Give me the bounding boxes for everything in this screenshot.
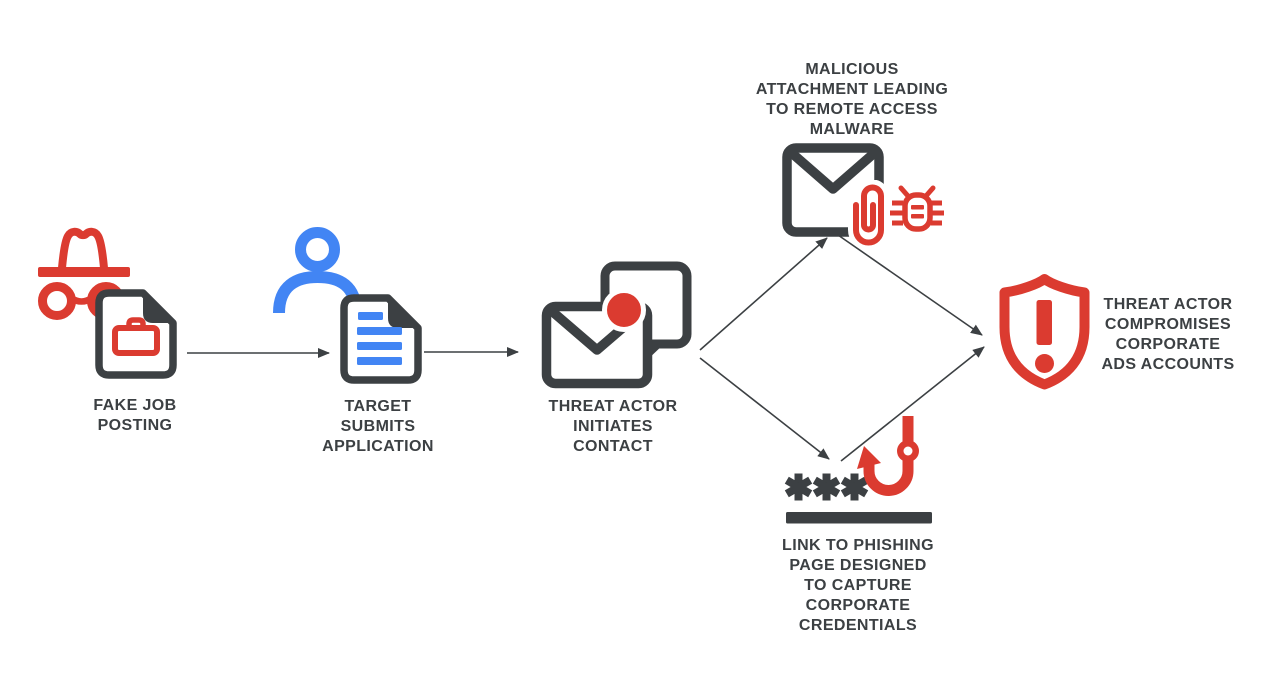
node-label-ads-compromise: THREAT ACTOR COMPROMISES CORPORATE ADS A… <box>1101 296 1235 373</box>
application-document-icon <box>340 294 422 384</box>
arrow-contact-to-phishing <box>699 357 830 460</box>
password-asterisks-icon <box>784 473 869 501</box>
bug-icon <box>890 185 944 232</box>
document-outline <box>95 289 177 379</box>
paperclip-icon <box>848 180 889 250</box>
node-label-fake-job-posting: FAKE JOB POSTING <box>93 397 177 434</box>
underline-bar <box>786 512 932 524</box>
person-head <box>295 227 340 272</box>
arrow-phishing-to-compromise <box>840 346 985 462</box>
spy-hat-shape <box>38 227 130 277</box>
document-outline <box>340 294 422 384</box>
notification-dot-icon <box>602 288 646 332</box>
paperclip-shape <box>853 184 884 246</box>
document-fold-corner <box>388 298 418 328</box>
fishing-hook-icon <box>857 416 919 496</box>
node-label-threat-actor-initiates-contact: THREAT ACTOR INITIATES CONTACT <box>548 398 678 455</box>
document-text-lines <box>357 312 402 365</box>
bug-stripes <box>911 205 924 219</box>
job-document-icon <box>95 289 177 379</box>
briefcase-icon <box>112 317 160 356</box>
person-shoulders <box>273 270 362 314</box>
alert-shield-icon <box>999 274 1090 390</box>
exclamation-mark-icon <box>1035 300 1054 373</box>
node-label-malicious-attachment: MALICIOUS ATTACHMENT LEADING TO REMOTE A… <box>755 61 949 138</box>
node-label-phishing-link: LINK TO PHISHING PAGE DESIGNED TO CAPTUR… <box>782 537 934 634</box>
document-fold-corner <box>143 293 173 323</box>
node-label-target-submits-application: TARGET SUBMITS APPLICATION <box>322 398 434 455</box>
envelope-flap <box>789 150 877 194</box>
bug-shape <box>890 185 944 232</box>
hook-barb <box>857 446 881 469</box>
arrow-contact-to-attachment <box>699 237 828 351</box>
arrow-attachment-to-compromise <box>837 234 983 336</box>
person-icon <box>273 227 362 314</box>
phishing-credentials-icon <box>784 416 932 524</box>
